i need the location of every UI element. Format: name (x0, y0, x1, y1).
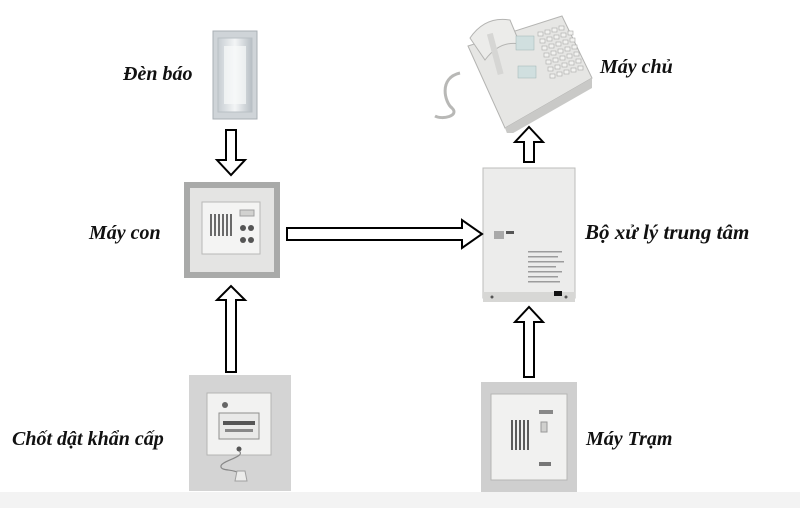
emergency-pull-switch-image (189, 375, 291, 491)
warning-light-label: Đèn báo (123, 63, 193, 85)
arrow-processor-to-master (512, 125, 546, 163)
arrow-pull-switch-to-sub-station (214, 284, 248, 373)
arrow-workstation-to-processor (512, 305, 546, 378)
emergency-pull-switch-label: Chốt dật khẩn cấp (12, 428, 164, 450)
workstation-image (481, 382, 577, 492)
arrow-warning-light-to-sub-station (214, 129, 248, 177)
central-processor-image (482, 167, 576, 302)
sub-station-image (184, 182, 280, 278)
master-station-image (434, 15, 593, 133)
master-station-label: Máy chủ (600, 56, 673, 78)
workstation-label: Máy Trạm (586, 428, 673, 450)
arrow-sub-station-to-processor (286, 218, 484, 250)
warning-light-image (212, 30, 258, 120)
bottom-strip (0, 492, 800, 508)
central-processor-label: Bộ xử lý trung tâm (585, 220, 750, 244)
sub-station-label: Máy con (89, 222, 161, 244)
